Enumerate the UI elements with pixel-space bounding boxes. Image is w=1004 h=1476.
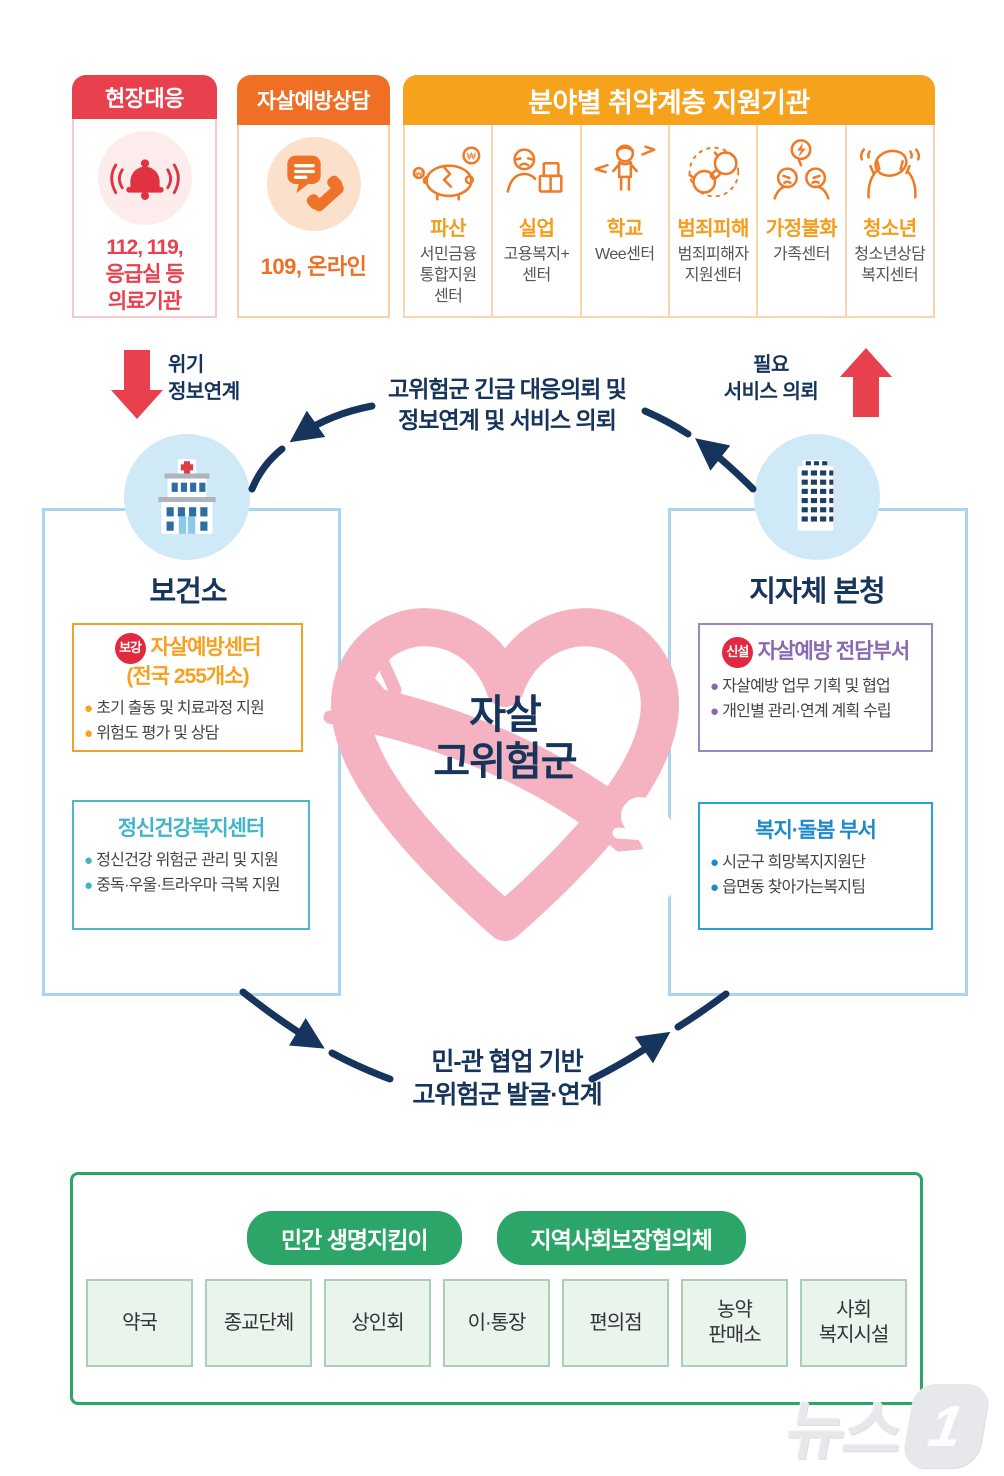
government-building-icon bbox=[754, 434, 880, 560]
member-social-welfare-facility: 사회 복지시설 bbox=[800, 1279, 907, 1367]
crisis-down-arrow bbox=[111, 350, 163, 419]
support-orgs-title: 분야별 취약계층 지원기관 bbox=[403, 75, 935, 125]
school-bullying-icon bbox=[586, 137, 664, 209]
news1-watermark-logo: 뉴스 1 bbox=[780, 1380, 992, 1472]
new-badge: 신설 bbox=[721, 637, 753, 668]
welfare-care-dept-box: 복지·돌봄 부서 ●시군구 희망복지지원단 ●읍면동 찾아가는복지팀 bbox=[698, 802, 933, 930]
sector-unemployment: 실업 고용복지+ 센터 bbox=[491, 125, 579, 316]
distressed-youth-icon bbox=[851, 137, 929, 209]
handcuffs-icon bbox=[674, 137, 752, 209]
local-gov-label: 지자체 본청 bbox=[749, 576, 885, 608]
top-flow-text: 고위험군 긴급 대응의뢰 및 정보연계 및 서비스 의뢰 bbox=[388, 376, 627, 434]
member-pesticide-shop: 농약 판매소 bbox=[681, 1279, 788, 1367]
support-orgs-box: 분야별 취약계층 지원기관 ₩ ₩ 파산 bbox=[403, 75, 935, 318]
civil-lifekeeper-pill: 민간 생명지킴이 bbox=[247, 1211, 462, 1265]
service-up-arrow bbox=[840, 348, 892, 417]
field-response-box: 현장대응 112, 119, 응급실 등 의료기관 bbox=[72, 75, 217, 318]
heart-hug-illustration bbox=[323, 608, 683, 941]
sector-crime-victim: 범죄피해 범죄피해자 지원센터 bbox=[667, 125, 756, 316]
field-response-contacts: 112, 119, 응급실 등 의료기관 bbox=[105, 236, 184, 314]
community-gatekeepers-panel: 민간 생명지킴이 지역사회보장협의체 약국 종교단체 상인회 이·통장 편의점 … bbox=[70, 1172, 923, 1405]
service-request-label: 필요 서비스 의뢰 bbox=[723, 354, 819, 403]
sector-youth: 청소년 청소년상담 복지센터 bbox=[844, 125, 933, 316]
health-center-label: 보건소 bbox=[149, 576, 227, 608]
member-pharmacy: 약국 bbox=[86, 1279, 193, 1367]
sector-bankruptcy: ₩ ₩ 파산 서민금융 통합지원 센터 bbox=[405, 125, 491, 316]
sector-family-discord: 가정불화 가족센터 bbox=[756, 125, 844, 316]
reinforced-badge: 보강 bbox=[114, 633, 146, 664]
svg-text:₩: ₩ bbox=[416, 171, 423, 178]
member-convenience-store: 편의점 bbox=[562, 1279, 669, 1367]
mental-health-center-box: 정신건강복지센터 ●정신건강 위험군 관리 및 지원 ●중독·우울·트라우마 극… bbox=[72, 800, 310, 930]
counseling-box: 자살예방상담 bbox=[237, 75, 390, 318]
sector-school: 학교 Wee센터 bbox=[579, 125, 668, 316]
alarm-bell-icon bbox=[97, 131, 192, 226]
bottom-flow-text: 민-관 협업 기반 고위험군 발굴·연계 bbox=[412, 1048, 602, 1109]
counseling-title: 자살예방상담 bbox=[237, 75, 390, 125]
crisis-link-label: 위기 정보연계 bbox=[168, 354, 240, 403]
community-security-council-pill: 지역사회보장협의체 bbox=[496, 1211, 746, 1265]
member-merchants-assoc: 상인회 bbox=[324, 1279, 431, 1367]
member-religious-group: 종교단체 bbox=[205, 1279, 312, 1367]
member-village-head: 이·통장 bbox=[443, 1279, 550, 1367]
family-discord-icon bbox=[762, 137, 840, 209]
heart-center-label: 자살 고위험군 bbox=[433, 693, 577, 785]
health-center-icon bbox=[124, 434, 250, 560]
piggy-bank-broken-icon: ₩ ₩ bbox=[409, 137, 487, 209]
unemployed-person-icon bbox=[497, 137, 575, 209]
counseling-contacts: 109, 온라인 bbox=[260, 254, 367, 279]
svg-text:₩: ₩ bbox=[467, 151, 477, 162]
field-response-title: 현장대응 bbox=[72, 75, 217, 120]
chat-phone-icon bbox=[266, 137, 361, 231]
